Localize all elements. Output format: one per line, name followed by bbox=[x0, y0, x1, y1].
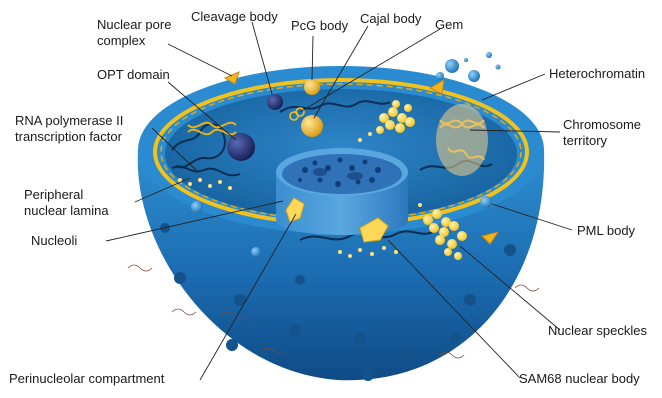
cleavage-body-sphere bbox=[267, 94, 283, 110]
chromosome-territory-region bbox=[436, 104, 488, 176]
label-pcg-body: PcG body bbox=[291, 18, 348, 34]
label-gem: Gem bbox=[435, 17, 463, 33]
label-nuclear-pore-complex: Nuclear pore complex bbox=[97, 17, 171, 49]
label-opt-domain: OPT domain bbox=[97, 67, 170, 83]
label-nucleoli: Nucleoli bbox=[31, 233, 77, 249]
label-nuclear-speckles: Nuclear speckles bbox=[548, 323, 647, 339]
exported-particles bbox=[436, 52, 501, 82]
label-rna-polymerase-ii-transcription-factor: RNA polymerase II transcription factor bbox=[15, 113, 123, 145]
label-peripheral-nuclear-lamina: Peripheral nuclear lamina bbox=[24, 187, 109, 219]
nucleolus bbox=[276, 148, 408, 235]
label-perinucleolar-compartment: Perinucleolar compartment bbox=[9, 371, 164, 387]
label-heterochromatin: Heterochromatin bbox=[549, 66, 645, 82]
opt-domain-body bbox=[227, 133, 255, 161]
pml-body-sphere bbox=[480, 196, 492, 208]
label-chromosome-territory: Chromosome territory bbox=[563, 117, 641, 149]
pcg-body-sphere bbox=[304, 79, 320, 95]
label-pml-body: PML body bbox=[577, 223, 635, 239]
cajal-body-sphere bbox=[301, 115, 323, 137]
label-cleavage-body: Cleavage body bbox=[191, 9, 278, 25]
label-cajal-body: Cajal body bbox=[360, 11, 421, 27]
label-sam68-nuclear-body: SAM68 nuclear body bbox=[519, 371, 640, 387]
